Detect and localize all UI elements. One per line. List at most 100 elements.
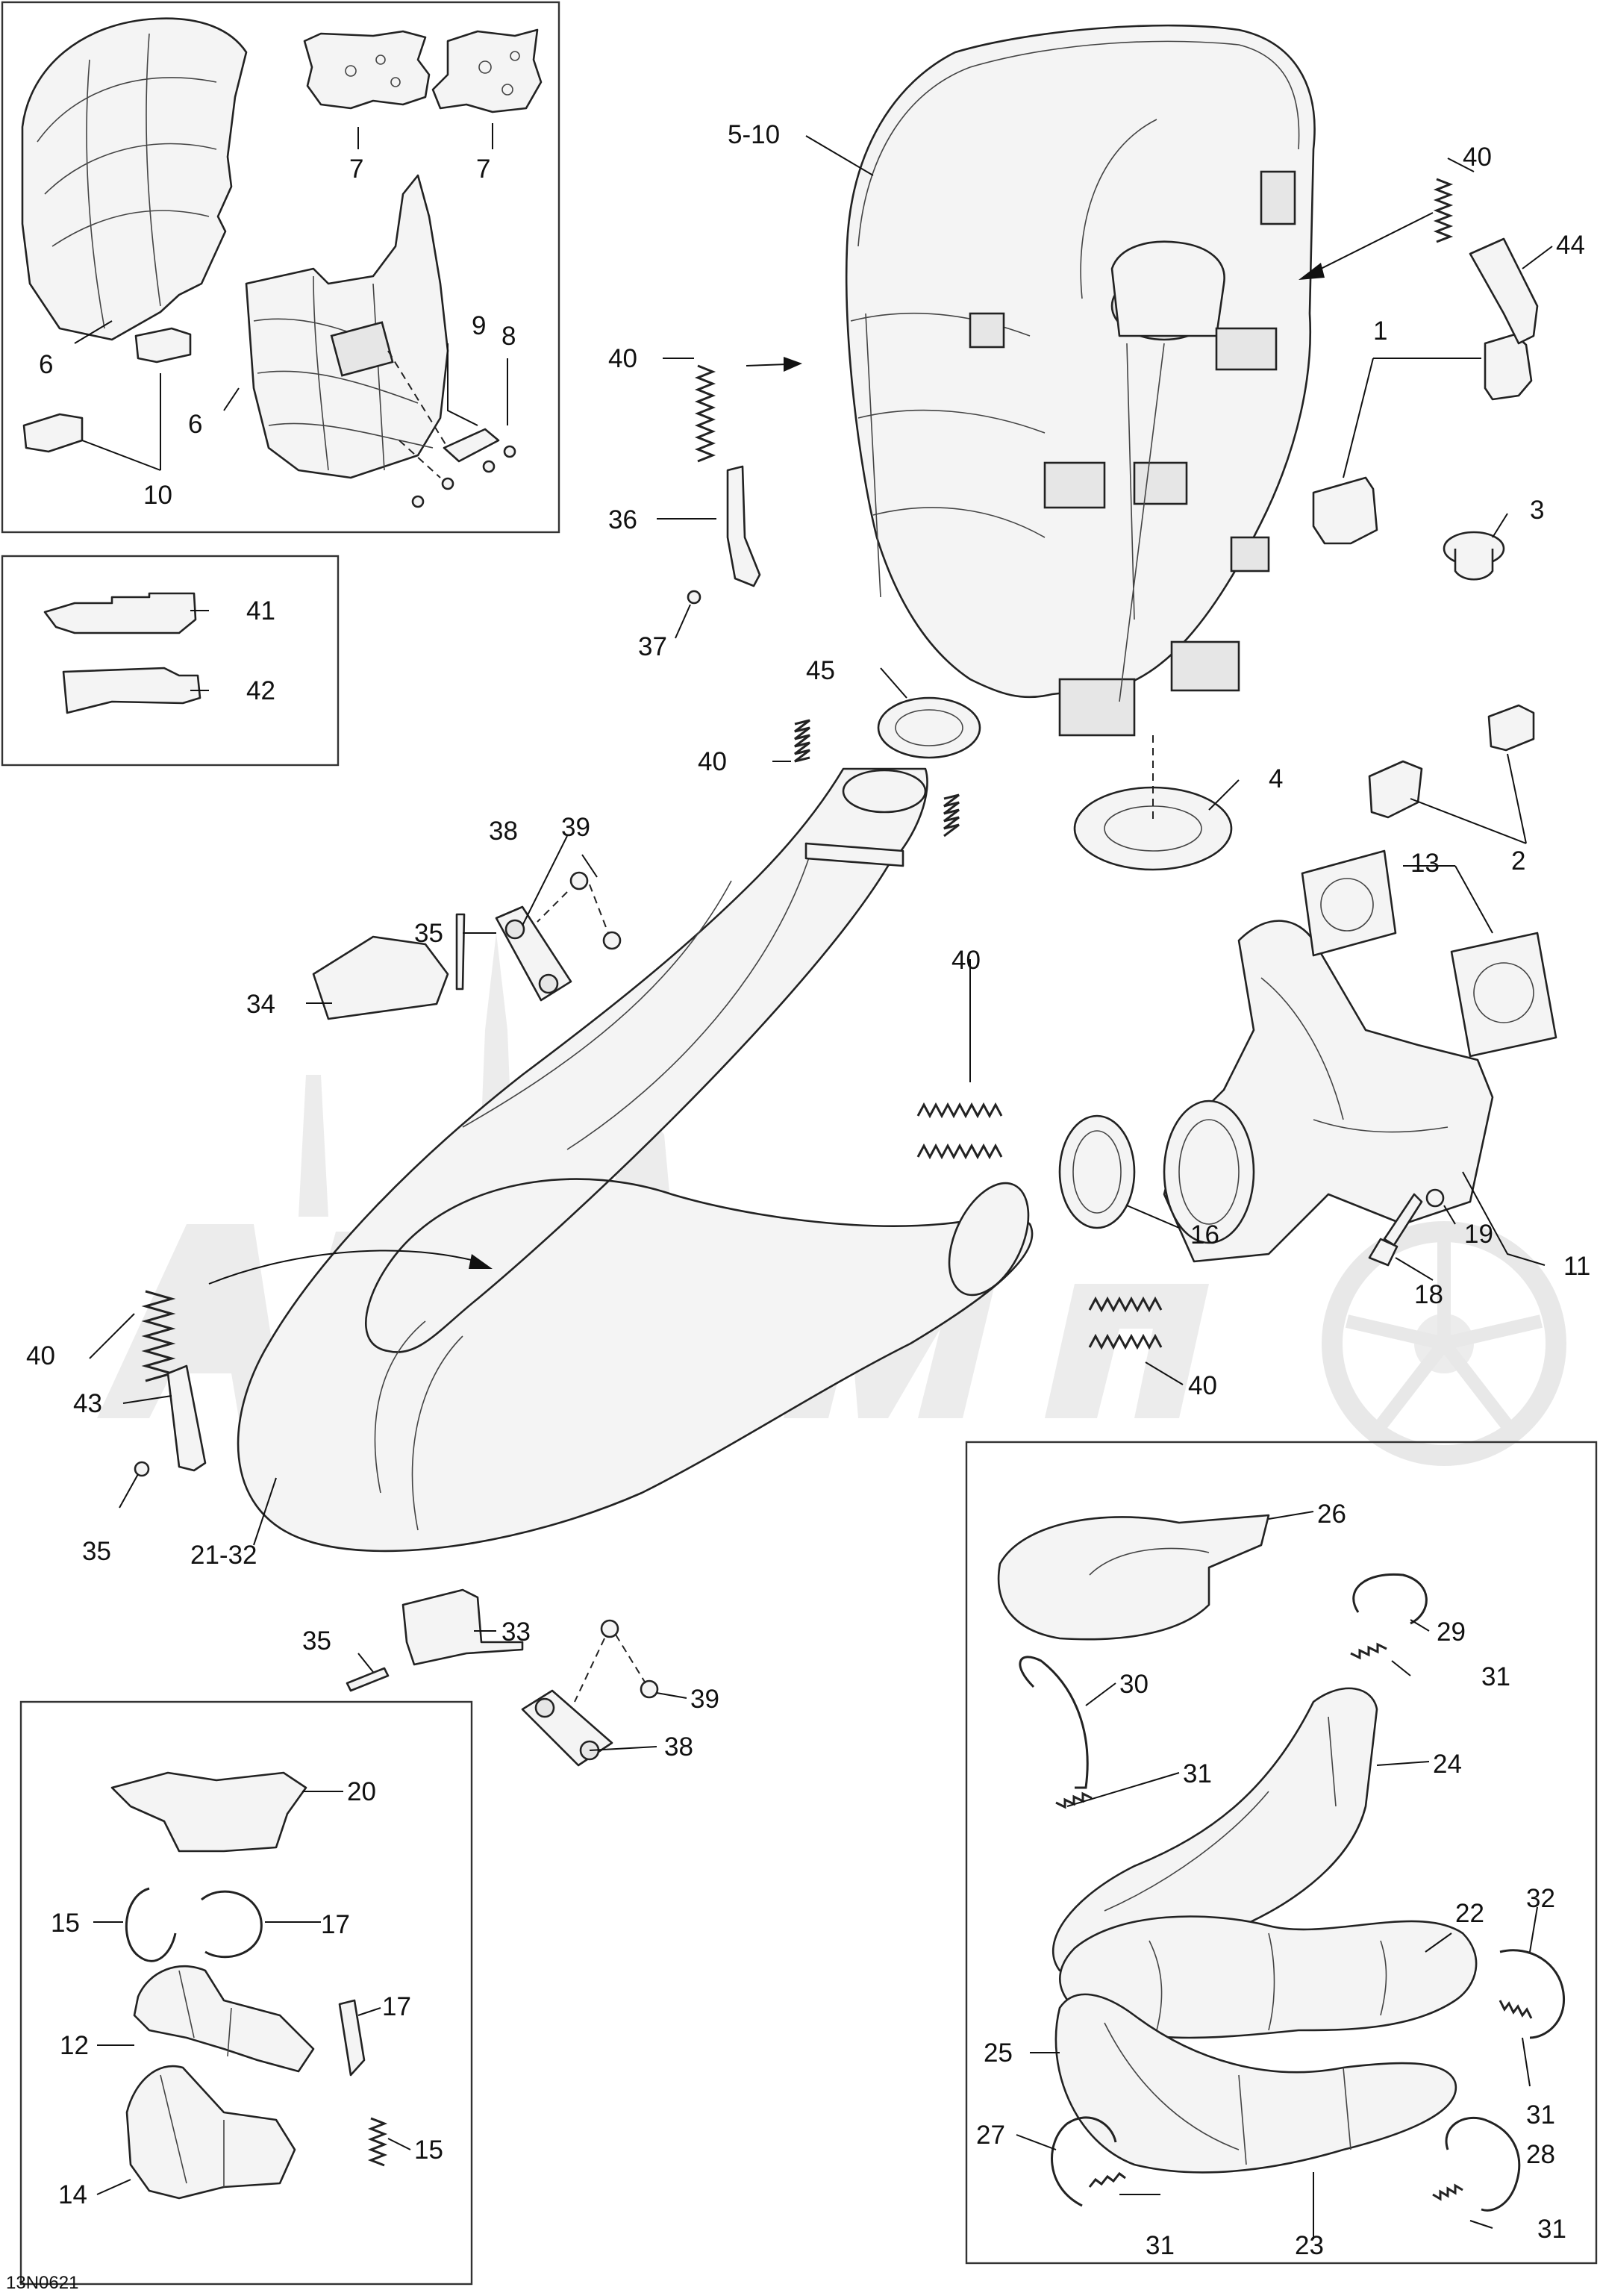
callout-6-right: 6 bbox=[188, 410, 202, 439]
heat-shield-14 bbox=[125, 2065, 296, 2200]
callout-11: 11 bbox=[1563, 1252, 1590, 1281]
callout-34: 34 bbox=[246, 990, 275, 1019]
assembly-arrows bbox=[208, 212, 1434, 1285]
clamp-29 bbox=[1352, 1573, 1428, 1625]
callout-35-lower: 35 bbox=[302, 1626, 331, 1656]
inset-frame-insulators bbox=[1, 555, 340, 767]
muffler bbox=[845, 24, 1316, 737]
exhaust-manifold bbox=[1163, 920, 1494, 1263]
callout-32: 32 bbox=[1526, 1884, 1555, 1913]
insulator-41 bbox=[43, 592, 197, 634]
callout-33: 33 bbox=[501, 1618, 531, 1647]
callout-35-left: 35 bbox=[82, 1537, 111, 1566]
callout-10: 10 bbox=[143, 481, 172, 510]
callout-39-upper: 39 bbox=[561, 813, 590, 842]
callout-13: 13 bbox=[1410, 849, 1440, 878]
callout-17-upper: 17 bbox=[321, 1910, 350, 1939]
callout-14: 14 bbox=[58, 2180, 87, 2209]
screw-35-left bbox=[134, 1461, 150, 1477]
callout-31-e: 31 bbox=[1537, 2215, 1566, 2244]
screws-8 bbox=[387, 350, 516, 508]
spring-clip-15-upper bbox=[125, 1887, 177, 1962]
clamp-17-upper bbox=[201, 1890, 263, 1959]
callout-42: 42 bbox=[246, 676, 275, 705]
callout-22: 22 bbox=[1455, 1899, 1484, 1928]
bracket-44 bbox=[1469, 237, 1539, 345]
pipe-cover-22 bbox=[1059, 1915, 1478, 2039]
callout-18: 18 bbox=[1414, 1280, 1443, 1309]
seal-16 bbox=[1058, 1114, 1136, 1229]
callout-40-pipe-inlet: 40 bbox=[698, 747, 727, 776]
clips-31 bbox=[1055, 1642, 1533, 2201]
gasket-4 bbox=[1073, 735, 1233, 871]
clamp-32 bbox=[1499, 1949, 1565, 2039]
rubber-mount-10-right bbox=[134, 327, 192, 364]
callout-12: 12 bbox=[60, 2031, 89, 2060]
gasket-13-upper bbox=[1301, 849, 1397, 957]
leader-lines bbox=[74, 123, 1553, 2239]
grommets-39-lower bbox=[574, 1619, 659, 1703]
inset-frame-heat-shields bbox=[1, 1, 560, 534]
callout-44: 44 bbox=[1556, 231, 1585, 260]
heat-shield-12 bbox=[133, 1965, 315, 2073]
callout-39-lower: 39 bbox=[690, 1685, 719, 1714]
grommets-39-upper bbox=[537, 871, 622, 950]
rubber-mount-10-left bbox=[22, 413, 84, 453]
callout-37: 37 bbox=[638, 632, 667, 661]
callout-30: 30 bbox=[1119, 1670, 1149, 1699]
insulation-pad-7-right bbox=[431, 28, 543, 113]
callout-40-left: 40 bbox=[608, 344, 637, 373]
callout-27: 27 bbox=[976, 2121, 1005, 2150]
callout-24: 24 bbox=[1433, 1750, 1462, 1779]
callout-40-middle: 40 bbox=[951, 946, 981, 975]
callout-4: 4 bbox=[1269, 764, 1283, 793]
washer-19 bbox=[1425, 1188, 1445, 1208]
callout-31-a: 31 bbox=[1481, 1662, 1510, 1691]
callout-21-32: 21-32 bbox=[190, 1541, 257, 1570]
bracket-43 bbox=[166, 1364, 207, 1472]
insulator-20 bbox=[110, 1771, 307, 1853]
rivet-35-lower bbox=[346, 1667, 390, 1692]
callout-40-lower-right: 40 bbox=[1188, 1371, 1217, 1400]
callout-36: 36 bbox=[608, 505, 637, 534]
clamp-28 bbox=[1445, 2116, 1521, 2212]
callout-19: 19 bbox=[1464, 1220, 1493, 1249]
callout-7-left: 7 bbox=[349, 155, 363, 184]
callout-15-lower: 15 bbox=[414, 2136, 443, 2165]
bracket-36 bbox=[726, 465, 761, 587]
clamp-30 bbox=[1019, 1656, 1089, 1789]
callout-40-top-right: 40 bbox=[1463, 143, 1492, 172]
callout-40-far-left: 40 bbox=[26, 1341, 55, 1370]
callout-5-10: 5-10 bbox=[728, 120, 780, 149]
callout-31-c: 31 bbox=[1526, 2100, 1555, 2130]
pipe-cover-25-23 bbox=[1054, 1993, 1457, 2174]
callout-2: 2 bbox=[1511, 846, 1525, 876]
callout-7-right: 7 bbox=[476, 155, 490, 184]
callout-35-upper: 35 bbox=[414, 919, 443, 948]
insulation-pad-7-left bbox=[303, 30, 431, 110]
heat-shield-lower bbox=[245, 174, 449, 479]
callout-6-left: 6 bbox=[39, 350, 53, 379]
rubber-mount-2 bbox=[1368, 704, 1535, 819]
grommet-3 bbox=[1443, 531, 1505, 581]
callout-31-d: 31 bbox=[1146, 2231, 1175, 2260]
seal-45 bbox=[877, 696, 981, 759]
heat-shield-upper bbox=[21, 17, 248, 341]
clip-17-lower bbox=[338, 1999, 366, 2077]
inset-frame-tuned-pipe-shields bbox=[19, 1700, 473, 2286]
callout-25: 25 bbox=[984, 2038, 1013, 2068]
callout-3: 3 bbox=[1530, 496, 1544, 525]
callout-28: 28 bbox=[1526, 2140, 1555, 2169]
callout-38-upper: 38 bbox=[489, 817, 518, 846]
insulator-42 bbox=[62, 667, 201, 714]
gasket-13-lower bbox=[1450, 932, 1557, 1058]
callout-16: 16 bbox=[1190, 1220, 1219, 1250]
clip-38-lower bbox=[521, 1689, 613, 1767]
callout-38-lower: 38 bbox=[664, 1732, 693, 1762]
callout-8: 8 bbox=[501, 322, 516, 351]
callout-9: 9 bbox=[472, 311, 486, 340]
callout-1: 1 bbox=[1373, 316, 1387, 346]
callout-20: 20 bbox=[347, 1777, 376, 1806]
